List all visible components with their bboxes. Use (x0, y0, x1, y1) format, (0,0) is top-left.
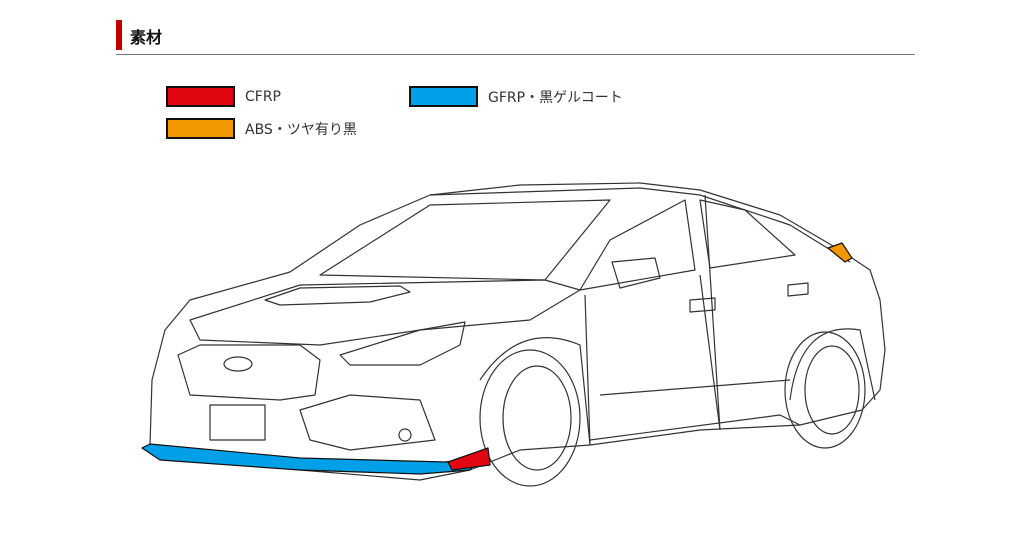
legend-item-gfrp: GFRP・黒ゲルコート (409, 86, 623, 107)
front-side-window (579, 199, 696, 291)
trunk-spoiler-abs (827, 242, 853, 263)
door-handle-front (689, 297, 716, 313)
front-lip-spoiler-gfrp (141, 443, 481, 475)
legend-item-cfrp: CFRP (166, 86, 281, 107)
legend-label: GFRP・黒ゲルコート (488, 89, 623, 106)
section-title: 素材 (130, 28, 163, 47)
door-handle-rear (787, 282, 809, 297)
front-wheel (479, 349, 581, 487)
canard-cfrp (447, 447, 491, 471)
side-mirror (611, 257, 661, 289)
heading-accent-bar (116, 20, 122, 50)
front-grille (177, 344, 321, 401)
legend-item-abs: ABS・ツヤ有り黒 (166, 118, 357, 139)
legend-swatch-gfrp (409, 86, 478, 107)
license-plate (209, 404, 266, 441)
legend-swatch-cfrp (166, 86, 235, 107)
hood (189, 279, 581, 346)
rear-side-window (699, 199, 796, 269)
rear-wheel (784, 331, 866, 449)
emblem (223, 356, 253, 372)
headlight (339, 321, 466, 366)
hood-scoop (264, 285, 411, 306)
section-heading: 素材 (116, 18, 915, 55)
windshield (319, 199, 611, 281)
legend-label: ABS・ツヤ有り黒 (245, 121, 357, 138)
car-body-outline (149, 182, 886, 481)
legend-label: CFRP (245, 88, 281, 105)
legend-swatch-abs (166, 118, 235, 139)
fog-light-housing (299, 394, 436, 451)
